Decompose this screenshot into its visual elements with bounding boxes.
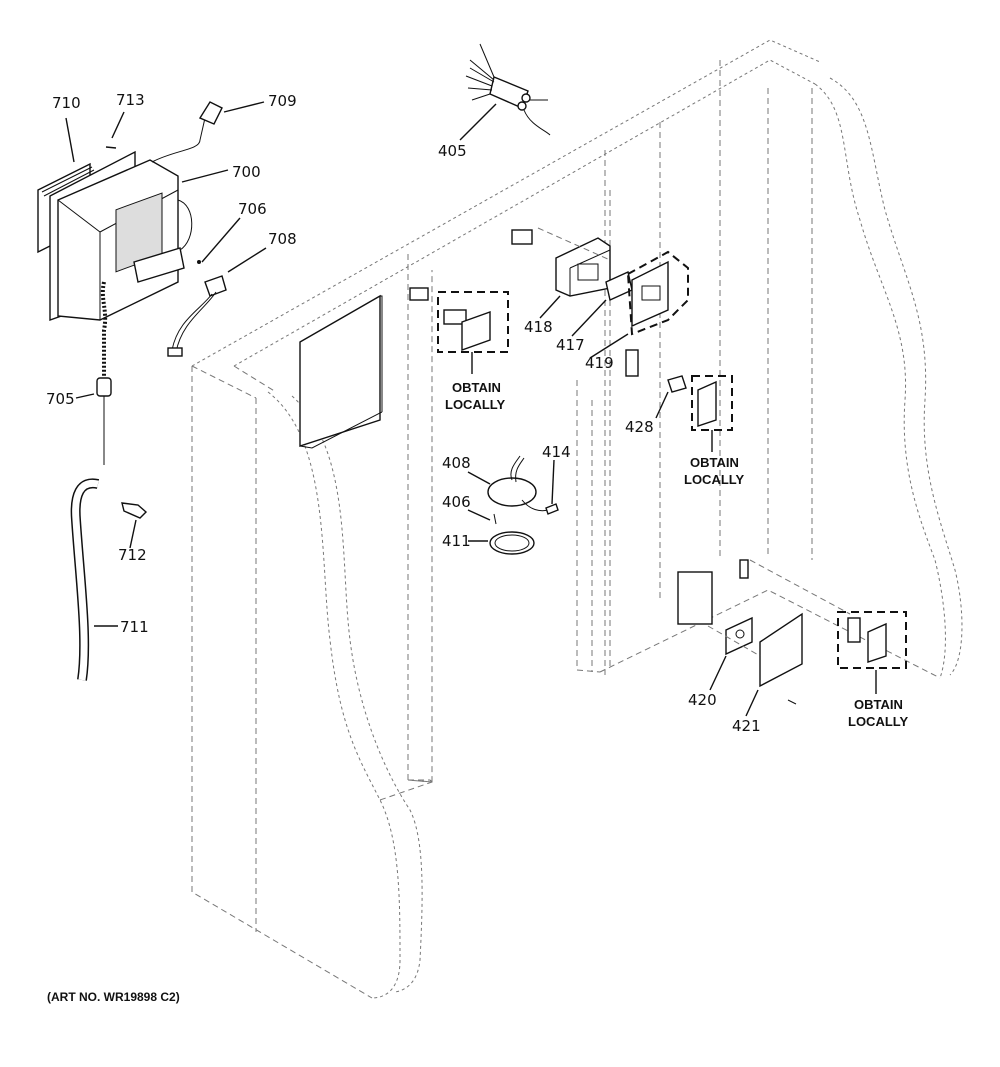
small-opening	[739, 559, 749, 579]
callout-711: 711	[120, 618, 149, 636]
svg-text:OBTAIN: OBTAIN	[690, 455, 739, 470]
callout-709: 709	[268, 92, 297, 110]
callout-411: 411	[442, 532, 471, 550]
callout-406: 406	[442, 493, 471, 511]
obtain-locally-note-1: OBTAIN LOCALLY	[445, 380, 506, 412]
part-709-power-plug	[198, 101, 223, 125]
part-411-lens	[489, 531, 535, 555]
part-705-probe-cap	[96, 377, 112, 397]
callout-421: 421	[732, 717, 761, 735]
part-428-light-socket	[625, 349, 687, 393]
leader-lines	[65, 101, 759, 717]
part-420-control-board	[725, 616, 753, 656]
callout-708: 708	[268, 230, 297, 248]
callout-labels: 710 713 709 700 706 708 705 712 711 405 …	[46, 91, 761, 735]
part-419-switch-plate	[626, 250, 689, 336]
part-414-bulb	[545, 503, 559, 515]
part-712-fitting	[121, 502, 148, 519]
part-421-cover	[759, 612, 803, 705]
part-700-control-box	[37, 101, 227, 465]
callout-414: 414	[542, 443, 571, 461]
recess-opening-top	[511, 229, 533, 245]
dispenser-recess	[299, 294, 383, 449]
callout-705: 705	[46, 390, 75, 408]
art-number: (ART NO. WR19898 C2)	[47, 990, 180, 1004]
part-406-screw	[493, 513, 497, 525]
callout-408: 408	[442, 454, 471, 472]
callout-418: 418	[524, 318, 553, 336]
obtain-locally-note-3: OBTAIN LOCALLY	[848, 697, 909, 729]
obtain-locally-kit-3	[837, 611, 907, 694]
svg-text:LOCALLY: LOCALLY	[684, 472, 745, 487]
callout-420: 420	[688, 691, 717, 709]
callout-706: 706	[238, 200, 267, 218]
obtain-locally-kit-1	[409, 287, 509, 374]
cabinet-outline	[191, 39, 963, 999]
part-708-wire-harness	[204, 275, 227, 297]
svg-text:OBTAIN: OBTAIN	[854, 697, 903, 712]
part-408-light-housing	[487, 455, 549, 512]
callout-713: 713	[116, 91, 145, 109]
callout-417: 417	[556, 336, 585, 354]
callout-428: 428	[625, 418, 654, 436]
rear-opening	[677, 571, 713, 625]
svg-text:OBTAIN: OBTAIN	[452, 380, 501, 395]
callout-419: 419	[585, 354, 614, 372]
svg-text:LOCALLY: LOCALLY	[848, 714, 909, 729]
obtain-locally-note-2: OBTAIN LOCALLY	[684, 455, 745, 487]
part-405-connector-block	[465, 43, 551, 136]
part-711-drain-tube	[70, 478, 100, 681]
callout-700: 700	[232, 163, 261, 181]
callout-405: 405	[438, 142, 467, 160]
svg-text:LOCALLY: LOCALLY	[445, 397, 506, 412]
callout-710: 710	[52, 94, 81, 112]
callout-712: 712	[118, 546, 147, 564]
part-418-housing	[555, 237, 611, 297]
obtain-locally-kit-2	[691, 375, 733, 452]
